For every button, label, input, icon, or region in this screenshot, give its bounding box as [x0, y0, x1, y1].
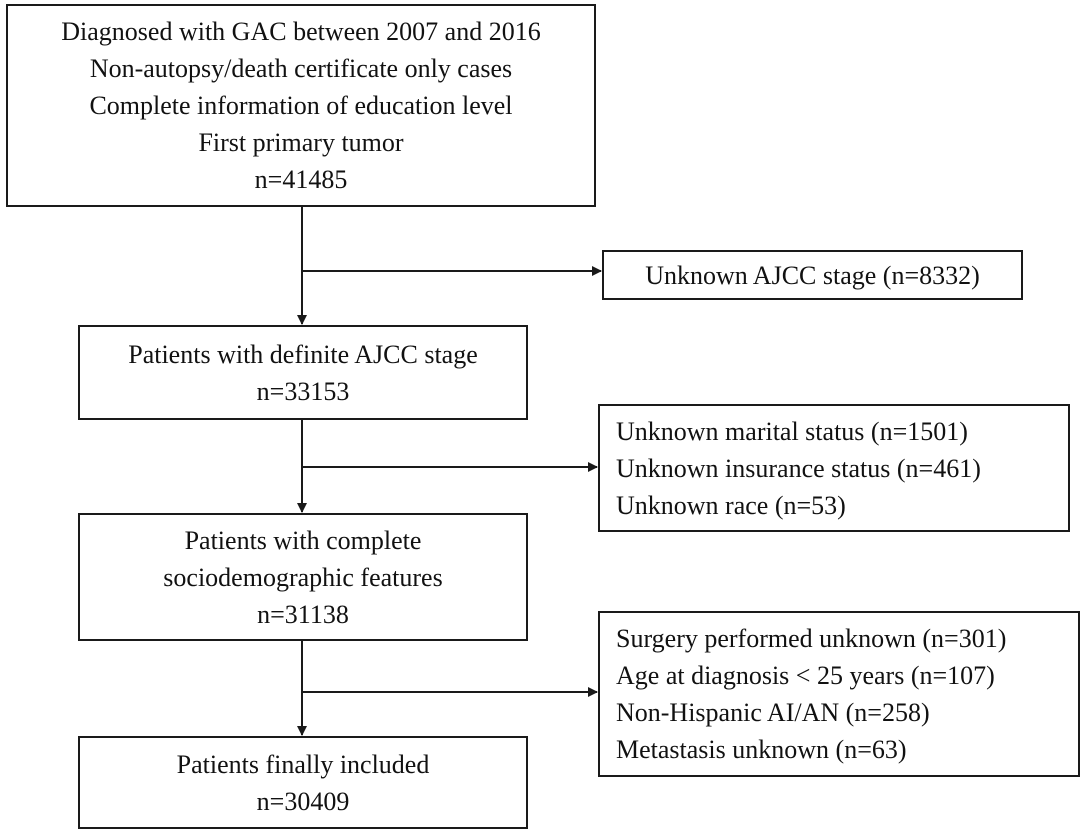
finally-included-label: Patients finally included	[176, 749, 430, 779]
initial-cohort-line-4: First primary tumor	[198, 128, 404, 157]
initial-cohort-line-1: Diagnosed with GAC between 2007 and 2016	[61, 17, 541, 46]
exclusion-socio-line-3: Unknown race (n=53)	[616, 490, 846, 520]
sociodemographic-box: Patients with complete sociodemographic …	[78, 513, 528, 641]
definite-stage-box: Patients with definite AJCC stage n=3315…	[78, 325, 528, 420]
initial-cohort-line-2: Non-autopsy/death certificate only cases	[89, 54, 513, 83]
definite-stage-label: Patients with definite AJCC stage	[128, 339, 478, 369]
exclusion-other-line-1: Surgery performed unknown (n=301)	[616, 624, 1007, 653]
sociodemographic-line-2: sociodemographic features	[163, 562, 443, 592]
exclusion-box-sociodemographic: Unknown marital status (n=1501) Unknown …	[598, 404, 1070, 532]
initial-cohort-box: Diagnosed with GAC between 2007 and 2016…	[6, 4, 596, 207]
definite-stage-count: n=33153	[256, 376, 350, 406]
exclusion-socio-line-2: Unknown insurance status (n=461)	[616, 453, 981, 483]
exclusion-other-line-2: Age at diagnosis < 25 years (n=107)	[616, 661, 995, 690]
exclusion-socio-line-1: Unknown marital status (n=1501)	[616, 416, 968, 446]
exclusion-other-line-4: Metastasis unknown (n=63)	[616, 735, 907, 764]
sociodemographic-count: n=31138	[257, 599, 349, 629]
initial-cohort-count: n=41485	[254, 165, 348, 194]
sociodemographic-line-1: Patients with complete	[184, 525, 422, 555]
initial-cohort-line-3: Complete information of education level	[89, 91, 513, 120]
exclusion-other-line-3: Non-Hispanic AI/AN (n=258)	[616, 698, 930, 727]
finally-included-box: Patients finally included n=30409	[78, 736, 528, 829]
exclusion-box-stage: Unknown AJCC stage (n=8332)	[602, 250, 1023, 300]
exclusion-stage-line-1: Unknown AJCC stage (n=8332)	[645, 260, 980, 290]
exclusion-box-other: Surgery performed unknown (n=301) Age at…	[598, 611, 1080, 777]
finally-included-count: n=30409	[256, 786, 350, 816]
